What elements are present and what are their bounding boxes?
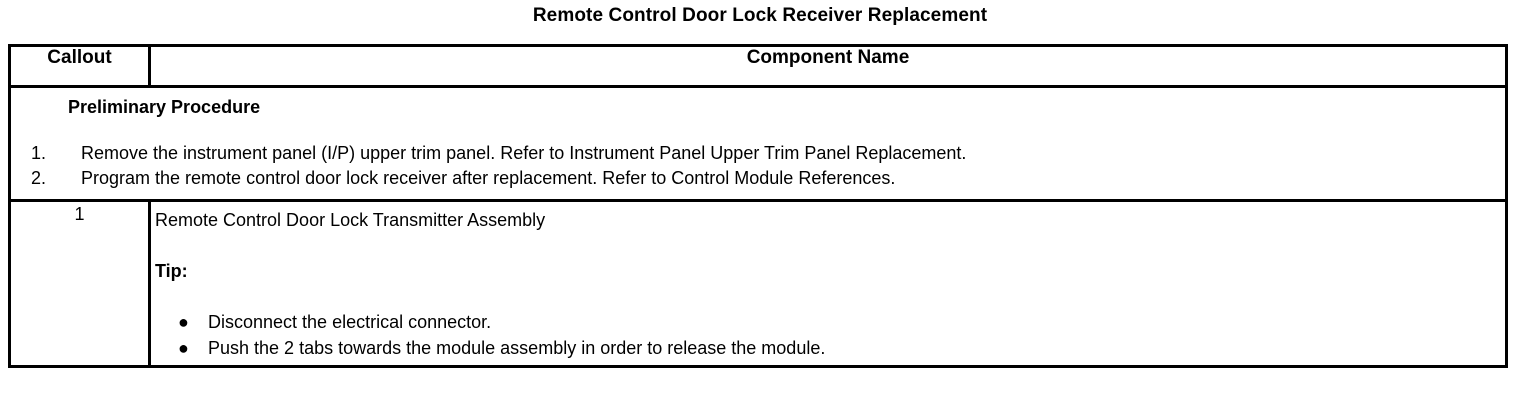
step-text: Remove the instrument panel (I/P) upper … [81, 143, 967, 163]
preliminary-procedure-row: Preliminary Procedure 1. Remove the inst… [8, 85, 1508, 202]
column-header-callout: Callout [8, 44, 151, 88]
preliminary-steps-list: 1. Remove the instrument panel (I/P) upp… [11, 141, 1505, 191]
step-text: Program the remote control door lock rec… [81, 168, 896, 188]
preliminary-procedure-heading: Preliminary Procedure [68, 97, 261, 117]
column-header-component-name: Component Name [148, 44, 1508, 88]
tip-text: Disconnect the electrical connector. [208, 312, 492, 332]
table-header-row: Callout Component Name [8, 44, 1508, 88]
bullet-icon: ● [178, 338, 189, 358]
table-row: 1 Remote Control Door Lock Transmitter A… [8, 199, 1508, 368]
component-name-text: Remote Control Door Lock Transmitter Ass… [155, 210, 546, 230]
procedure-table: Callout Component Name Preliminary Proce… [8, 44, 1508, 368]
step-number: 1. [31, 143, 47, 163]
component-detail-cell: Remote Control Door Lock Transmitter Ass… [148, 199, 1508, 368]
tip-text: Push the 2 tabs towards the module assem… [208, 338, 826, 358]
tip-label: Tip: [155, 261, 188, 281]
page-title: Remote Control Door Lock Receiver Replac… [532, 5, 988, 26]
preliminary-step-item: 1. Remove the instrument panel (I/P) upp… [31, 141, 1505, 166]
preliminary-step-item: 2. Program the remote control door lock … [31, 166, 1505, 191]
bullet-icon: ● [178, 312, 189, 332]
tip-bullet-list: ● Disconnect the electrical connector. ●… [155, 309, 1505, 361]
step-number: 2. [31, 168, 47, 188]
list-item: ● Push the 2 tabs towards the module ass… [155, 335, 1505, 361]
callout-number-cell: 1 [8, 199, 151, 368]
list-item: ● Disconnect the electrical connector. [155, 309, 1505, 335]
preliminary-procedure-cell: Preliminary Procedure 1. Remove the inst… [8, 85, 1508, 202]
